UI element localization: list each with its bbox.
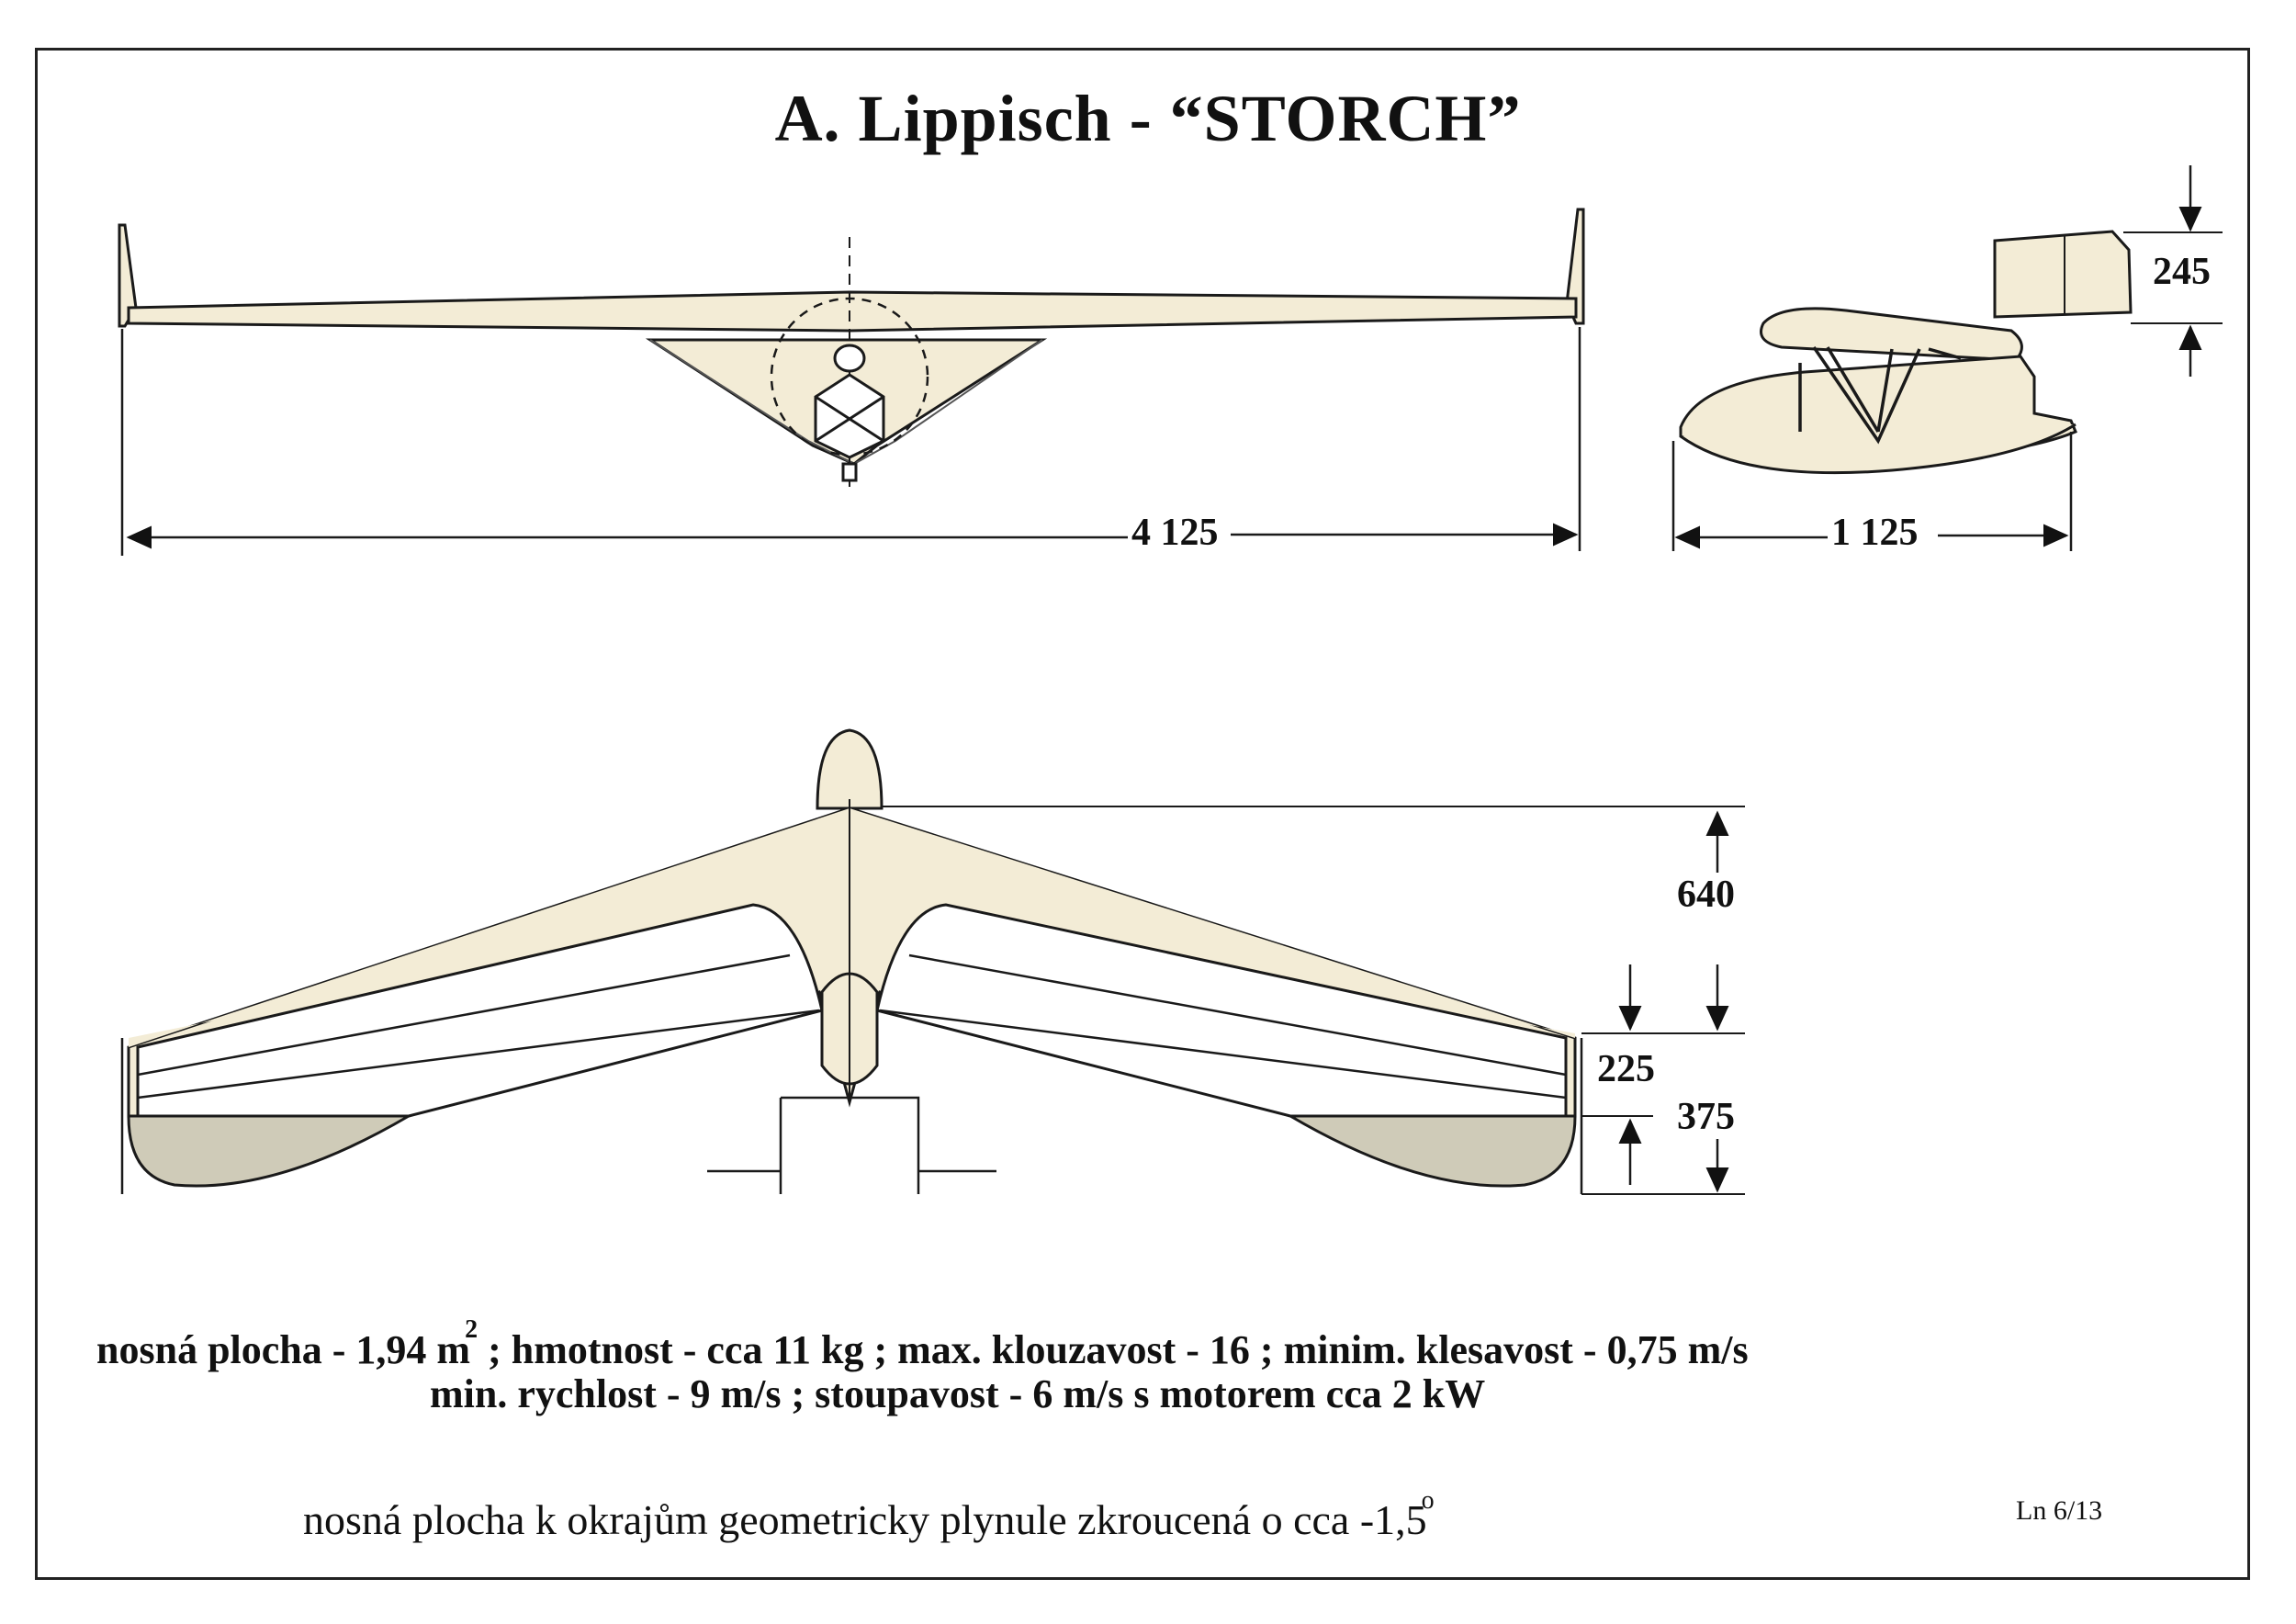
front-hub	[833, 344, 866, 373]
spec-line-1: nosná plocha - 1,94 m2 ; hmotnost - cca …	[96, 1315, 1749, 1373]
length-dimension-label: 1 125	[1828, 511, 1922, 555]
front-skid	[841, 462, 858, 482]
spec-line-2: min. rychlost - 9 m/s ; stoupavost - 6 m…	[430, 1371, 1486, 1416]
plan-view	[120, 728, 1745, 1195]
tip-depth-dimension-label: 375	[1673, 1095, 1739, 1139]
fin-height-dimension-label: 245	[2149, 250, 2214, 294]
spec-line-1-rest: ; hmotnost - cca 11 kg ; max. klouzavost…	[478, 1327, 1749, 1372]
tip-chord-dimension-label: 225	[1593, 1047, 1659, 1091]
twist-note-degree: o	[1421, 1486, 1435, 1515]
right-float	[1285, 1114, 1577, 1188]
side-float	[1680, 423, 2077, 475]
drawing-title: A. Lippisch - “STORCH”	[774, 82, 1522, 155]
side-fin	[1993, 230, 2133, 319]
front-cage	[814, 373, 885, 459]
plan-fin	[816, 728, 884, 810]
span-dimension-label: 4 125	[1128, 511, 1222, 555]
left-float	[127, 1114, 414, 1188]
sheet-reference: Ln 6/13	[2016, 1495, 2103, 1526]
wing-depth-dimension-label: 640	[1673, 873, 1739, 917]
twist-note-text: nosná plocha k okrajům geometricky plynu…	[303, 1496, 1427, 1543]
spec-line-1-superscript: 2	[465, 1315, 478, 1344]
drawing-frame	[35, 48, 2250, 1580]
side-struts	[1798, 346, 1962, 445]
front-view	[118, 208, 1585, 556]
side-wing	[1760, 307, 2023, 362]
twist-note: nosná plocha k okrajům geometricky plynu…	[303, 1486, 1435, 1544]
spec-line-1-area: nosná plocha - 1,94 m	[96, 1327, 471, 1372]
side-view	[1671, 165, 2223, 551]
